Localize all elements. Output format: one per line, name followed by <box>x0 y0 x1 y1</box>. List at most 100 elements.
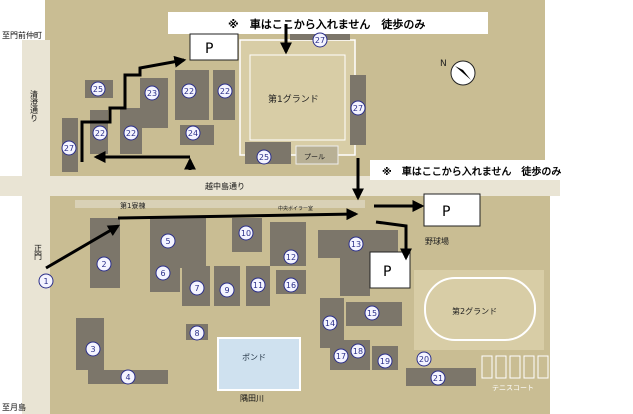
building-badge-number: 22 <box>95 129 105 138</box>
building-badge-number: 2 <box>101 260 106 269</box>
building-badge-circle <box>181 83 197 99</box>
building-badge-number: 22 <box>184 87 194 96</box>
building-badge-circle <box>38 273 54 289</box>
building-badge-number: 24 <box>188 129 198 138</box>
building-badge-circle <box>144 85 160 101</box>
facility-label: 中央ボイラー室 <box>278 205 313 212</box>
building-badge-circle <box>85 341 101 357</box>
building-badge-number: 22 <box>126 129 136 138</box>
arrow-south-route <box>375 220 412 261</box>
building-badge-number: 13 <box>351 240 361 249</box>
building-badge-circle <box>250 277 266 293</box>
building-badge-number: 12 <box>286 253 296 262</box>
pool <box>295 145 339 165</box>
road-bottom-left: 至月島 <box>2 402 26 412</box>
baseball-label: 野球場 <box>425 236 449 246</box>
ground1-inner <box>249 54 346 141</box>
tennis-label: テニスコート <box>492 384 534 392</box>
building-badge-number: 6 <box>160 269 165 278</box>
building-13-wing <box>340 256 370 296</box>
etchujima-road <box>0 176 560 196</box>
arrow-gate-route <box>45 224 121 270</box>
building-badge-circle <box>256 149 272 165</box>
building-badge-circle <box>219 282 235 298</box>
building-badge-circle <box>312 32 328 48</box>
notice-middle: ※ 車はここから入れません 徒歩のみ <box>382 165 561 178</box>
building-badge-circle <box>416 351 432 367</box>
building-23 <box>140 78 168 128</box>
building-badge-number: 1 <box>43 277 48 286</box>
building-badge-number: 3 <box>90 345 95 354</box>
building-badge-number: 27 <box>353 104 363 113</box>
building-badge-circle <box>61 140 77 156</box>
building-badge-circle <box>283 277 299 293</box>
river-label: 隅田川 <box>240 394 264 403</box>
building-badge-circle <box>333 348 349 364</box>
gate-label: 正門 <box>34 244 43 261</box>
building-badge-circle <box>189 280 205 296</box>
ground1-label: 第1グランド <box>268 93 319 105</box>
building-badge-circle <box>120 369 136 385</box>
building-badge-number: 18 <box>353 347 363 356</box>
building-badge-circle <box>283 249 299 265</box>
pool-label: プール <box>304 153 325 161</box>
building-badge-circle <box>350 343 366 359</box>
building-badge-circle <box>96 256 112 272</box>
building-badge-circle <box>189 325 205 341</box>
building-5 <box>150 218 206 268</box>
building-badge-number: 16 <box>286 281 296 290</box>
campus-path <box>75 200 365 208</box>
building-badge-circle <box>348 236 364 252</box>
building-badge-circle <box>217 83 233 99</box>
building-badge-number: 4 <box>125 373 130 382</box>
building-badge-number: 27 <box>315 36 325 45</box>
building-badge-number: 10 <box>241 229 251 238</box>
building-badge-number: 17 <box>336 352 346 361</box>
road-top-left: 至門前仲町 <box>2 30 42 40</box>
building-badge-circle <box>238 225 254 241</box>
building-badge-number: 14 <box>325 319 335 328</box>
building-badge-circle <box>90 81 106 97</box>
building-badge-circle <box>377 353 393 369</box>
building-badge-number: 9 <box>224 286 229 295</box>
kiyosumi-road <box>22 40 50 414</box>
building-badge-circle <box>350 100 366 116</box>
arrow-center-route <box>117 208 359 221</box>
notice-middle-box <box>370 160 610 180</box>
parking-south-label: P <box>383 264 391 280</box>
building-badge-number: 11 <box>253 281 263 290</box>
building-badge-number: 21 <box>433 374 443 383</box>
building-badge-circle <box>155 265 171 281</box>
parking-top-label: P <box>205 41 213 57</box>
building-badge-number: 25 <box>93 85 103 94</box>
building-badge-number: 8 <box>194 329 199 338</box>
ground2-track <box>424 277 536 341</box>
compass: N <box>440 59 476 86</box>
arrow-north-route <box>80 55 187 162</box>
building-badge-circle <box>322 315 338 331</box>
building-badge-circle <box>123 125 139 141</box>
building-badge-number: 5 <box>165 237 170 246</box>
building-badge-circle <box>160 233 176 249</box>
building-badge-number: 7 <box>194 284 199 293</box>
building-badge-circle <box>185 125 201 141</box>
notice-top: ※ 車はここから入れません 徒歩のみ <box>228 17 425 31</box>
parking-east-label: P <box>442 204 450 220</box>
building-badge-number: 15 <box>367 309 377 318</box>
building-badge-number: 22 <box>220 87 230 96</box>
tennis-courts <box>481 355 549 379</box>
building-badge-number: 27 <box>64 144 74 153</box>
pond-label: ポンド <box>242 353 266 362</box>
building-badge-circle <box>364 305 380 321</box>
parking-top-box <box>189 33 239 61</box>
dorm1-label: 第1寮棟 <box>120 201 145 210</box>
notice-top-box <box>168 12 488 34</box>
road-middle: 越中島通り <box>205 181 245 191</box>
compass-label: N <box>440 59 447 69</box>
building-badge-circle <box>430 370 446 386</box>
ground2-label: 第2グランド <box>452 306 497 316</box>
building-badge-circle <box>92 125 108 141</box>
route-arrows <box>45 24 425 270</box>
